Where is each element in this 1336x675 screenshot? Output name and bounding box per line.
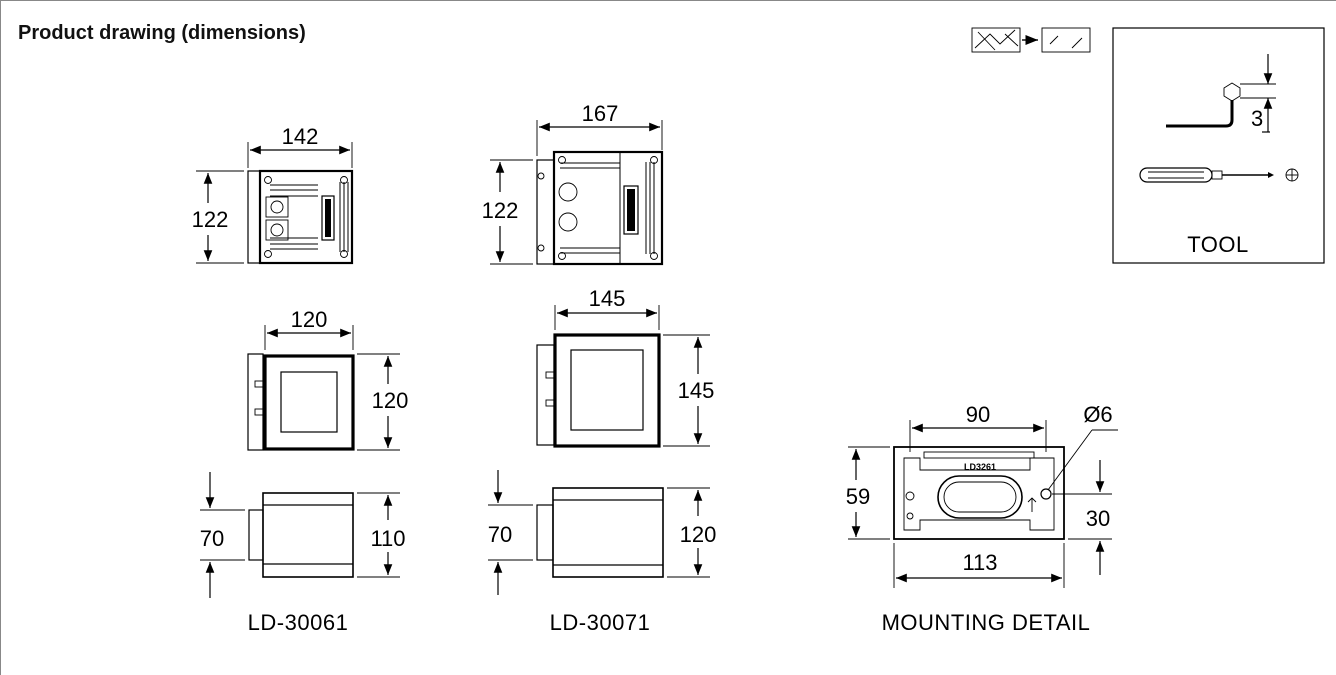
ld-30071-side-view bbox=[536, 487, 664, 578]
mounting-plate-label: LD3261 bbox=[964, 462, 996, 472]
ld-30061-front-height: 120 bbox=[372, 388, 409, 413]
mounting-width-inner: 90 bbox=[966, 402, 990, 427]
ld-30071-side-depth: 70 bbox=[488, 522, 512, 547]
ld-30061-front-width: 120 bbox=[291, 307, 328, 332]
glass-replacement-icon bbox=[971, 27, 1091, 53]
mounting-detail-caption: MOUNTING DETAIL bbox=[882, 610, 1091, 635]
mounting-width-outer: 113 bbox=[962, 550, 997, 575]
ld-30061-top-view bbox=[247, 169, 354, 265]
tool-box: 3 TOOL bbox=[1112, 27, 1325, 264]
mounting-hole-diameter: Ø6 bbox=[1083, 402, 1112, 427]
ld-30071-top-dims bbox=[490, 120, 663, 265]
mounting-hole-offset: 30 bbox=[1086, 506, 1110, 531]
mounting-plate bbox=[893, 429, 1118, 540]
ld-30061-side-dims bbox=[200, 472, 400, 598]
ld-30071-caption: LD-30071 bbox=[550, 610, 651, 635]
mounting-dims bbox=[848, 420, 1112, 588]
ld-30071-front-width: 145 bbox=[589, 286, 626, 311]
ld-30071-front-height: 145 bbox=[678, 378, 715, 403]
hex-key-size-label: 3 bbox=[1251, 106, 1263, 131]
ld-30061-front-view bbox=[247, 353, 355, 451]
ld-30071-front-dims bbox=[554, 305, 710, 447]
ld-30071-front-view bbox=[536, 333, 661, 448]
ld-30071-top-height: 122 bbox=[482, 198, 519, 223]
hex-key-icon bbox=[1166, 54, 1276, 133]
ld-30061-side-depth: 70 bbox=[200, 526, 224, 551]
screwdriver-icon bbox=[1139, 167, 1299, 183]
ld-30071-top-view bbox=[536, 150, 664, 266]
ld-30061-caption: LD-30061 bbox=[248, 610, 349, 635]
ld-30061-front-dims bbox=[264, 325, 400, 451]
ld-30061-side-view bbox=[248, 492, 354, 578]
tool-label: TOOL bbox=[1187, 232, 1249, 257]
ld-30071-side-height: 120 bbox=[680, 522, 717, 547]
ld-30071-top-width: 167 bbox=[582, 101, 619, 126]
mounting-height: 59 bbox=[846, 484, 870, 509]
ld-30061-top-height: 122 bbox=[192, 207, 229, 232]
ld-30071-side-dims bbox=[488, 470, 710, 595]
page-title: Product drawing (dimensions) bbox=[18, 22, 306, 44]
ld-30061-top-width: 142 bbox=[282, 124, 319, 149]
ld-30061-side-height: 110 bbox=[370, 526, 405, 551]
ld-30061-top-dims bbox=[196, 142, 353, 264]
